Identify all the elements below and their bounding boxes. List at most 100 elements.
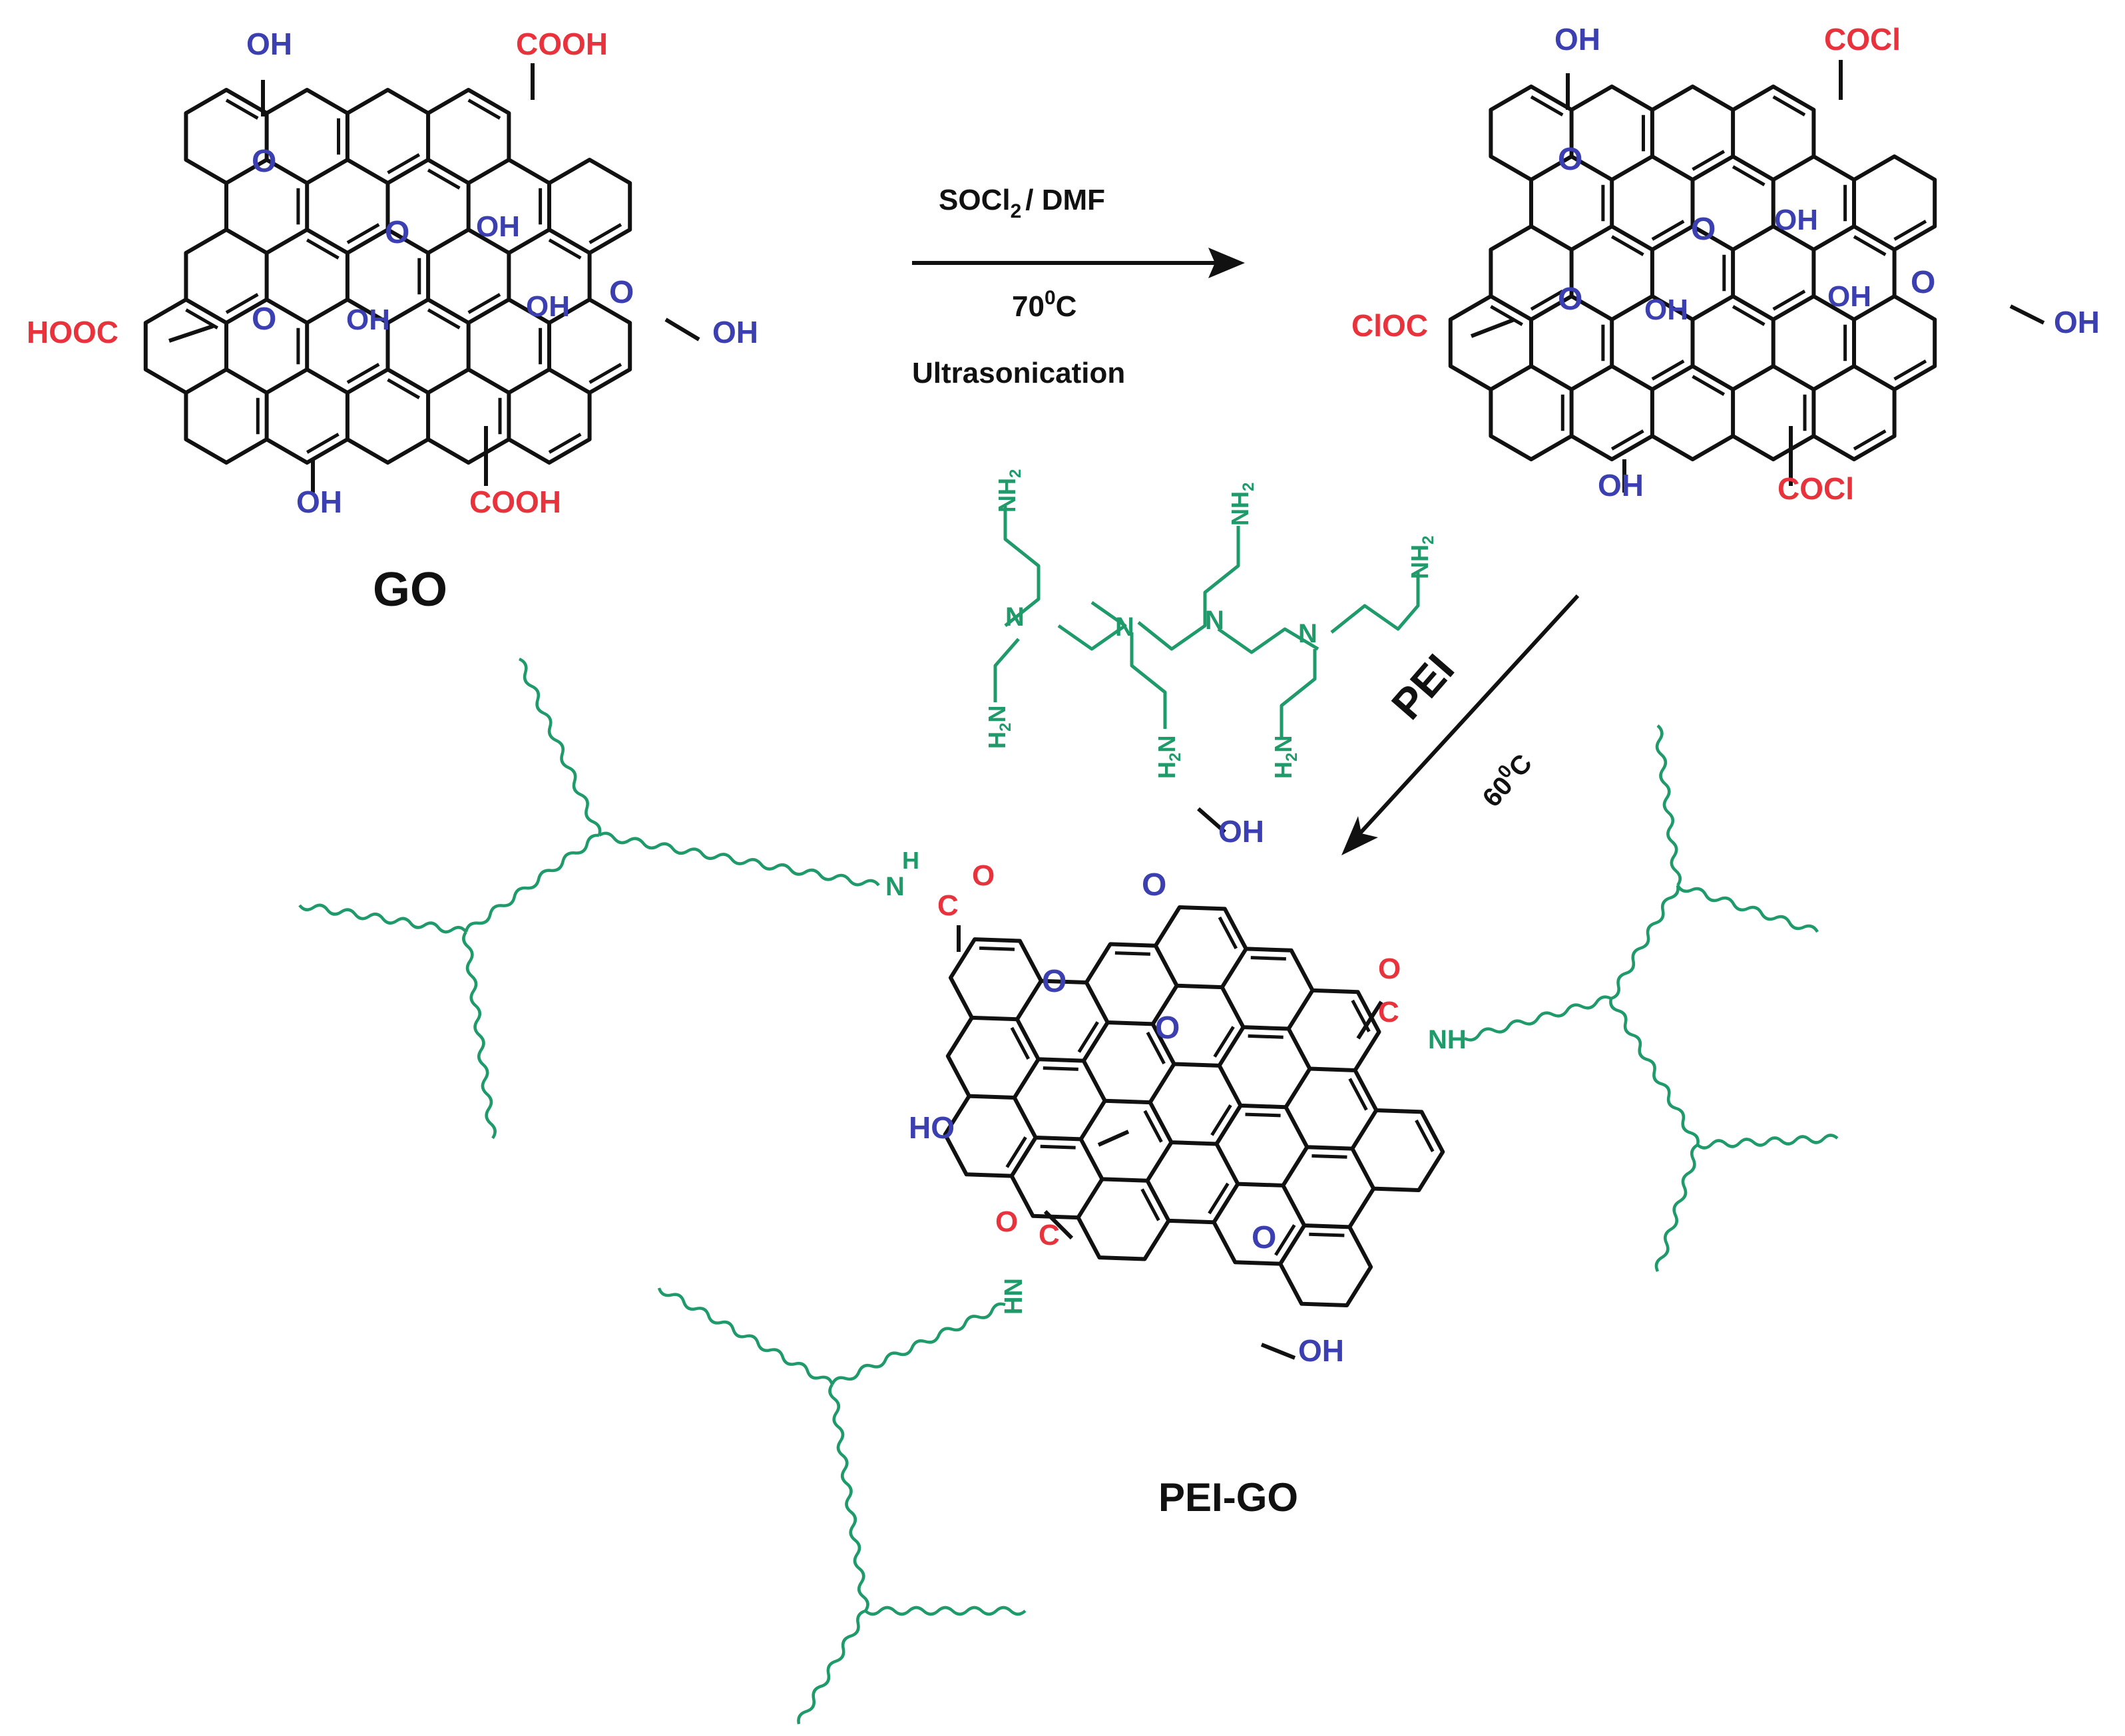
polymer-chain [1610, 885, 1680, 1000]
cocl-oh-label: OH [1598, 468, 1644, 503]
polymer-chain [1654, 1144, 1699, 1272]
go-oh-label: OH [712, 315, 758, 349]
pei-nh2-sub: 2 [1007, 469, 1025, 478]
cocl-epoxy-o: O [1558, 142, 1582, 177]
amide-nh-label: NH [1428, 1025, 1467, 1054]
reagent-subscript: 2 [1011, 200, 1022, 222]
go-cooh-label: COOH [516, 27, 608, 61]
reagent-tail: / DMF [1025, 184, 1105, 216]
carbon-ring [1448, 85, 1937, 461]
svg-text:H2N: H2N [983, 706, 1015, 749]
svg-text:NH2: NH2 [1226, 483, 1258, 526]
polymer-chain [657, 1287, 834, 1385]
pei-h2n-label: H [983, 732, 1011, 749]
peigo-ho-label: HO [909, 1110, 955, 1145]
pei-go-carbon-lattice [943, 905, 1445, 1308]
pei-n-label: N [1115, 612, 1134, 642]
polymer-chain [1696, 1134, 1839, 1150]
svg-text:600C: 600C [1474, 746, 1538, 813]
go-epoxy-o: O [385, 215, 409, 250]
polymer-chain [298, 903, 467, 934]
pei-polymer-chains [298, 657, 1839, 1725]
peigo-oh-label: OH [1298, 1333, 1344, 1368]
double-bond [1490, 95, 1927, 451]
acyl-chloride-go-molecule: O O O O OH OH OH OH COCl ClOC OH OH COCl [1351, 22, 2100, 506]
amide-c-label: C [937, 889, 959, 922]
pei-h2n-label: H [1153, 761, 1180, 779]
go-oh-label: OH [476, 210, 520, 243]
double-bond [185, 99, 622, 454]
polymer-chain [797, 1609, 866, 1725]
cloc-label: ClOC [1351, 308, 1428, 343]
go-hooc-label: HOOC [27, 315, 118, 349]
peigo-epoxy-o: O [1142, 867, 1166, 903]
pei-name-label: PEI [1382, 645, 1463, 728]
amide-n-label: N [885, 872, 905, 901]
pei-h2n-sub: 2 [1166, 753, 1184, 761]
amide-o-label: O [995, 1205, 1018, 1238]
svg-text:H2N: H2N [1270, 736, 1301, 779]
pei-nh2-sub: 2 [1419, 536, 1437, 544]
peigo-epoxy-o: O [1042, 964, 1066, 999]
go-epoxy-o: O [252, 144, 276, 179]
go-molecule: O O O O OH OH OH OH COOH HOOC OH OH COOH… [27, 27, 758, 616]
go-epoxy-o: O [609, 275, 634, 310]
peigo-epoxy-o: O [1155, 1010, 1180, 1046]
polymer-chain [598, 831, 880, 887]
pei-nh2-label: NH [1226, 491, 1254, 526]
svg-text:H2N: H2N [1153, 736, 1184, 779]
go-epoxy-o: O [252, 302, 276, 337]
cocl-carbon-lattice [1448, 85, 1937, 461]
go-oh-label: OH [346, 304, 390, 336]
reagent-label: SOCl [939, 184, 1011, 216]
svg-text:SOCl2/ DMF: SOCl2/ DMF [939, 184, 1105, 222]
reaction-arrow-2: PEI 600C [1341, 594, 1580, 855]
polymer-chain [518, 657, 602, 836]
amide-h-label: H [902, 847, 919, 874]
polymer-chain [1609, 998, 1700, 1146]
svg-text:NH2: NH2 [1406, 536, 1437, 579]
polymer-chain [1464, 995, 1612, 1042]
polymer-chain [462, 931, 497, 1140]
pei-go-name-label: PEI-GO [1158, 1475, 1298, 1520]
pei-h2n-n: N [983, 706, 1011, 723]
cocl-oh-label: OH [1644, 294, 1688, 326]
cocl-epoxy-o: O [1558, 282, 1582, 317]
method-label: Ultrasonication [912, 357, 1125, 389]
peigo-oh-label: OH [1218, 814, 1264, 849]
go-oh-label: OH [296, 485, 342, 519]
carbon-ring [943, 905, 1445, 1308]
go-name-label: GO [373, 563, 447, 616]
pei-nh2-label: NH [993, 478, 1021, 513]
go-oh-label: OH [246, 27, 292, 61]
svg-text:700C: 700C [1012, 287, 1076, 323]
double-bond [979, 916, 1435, 1256]
polymer-chain [828, 1383, 869, 1612]
cocl-oh-label: OH [1774, 204, 1818, 236]
carbon-ring [143, 88, 632, 465]
pei-h2n-n: N [1270, 736, 1297, 753]
amide-c-label: C [1378, 996, 1399, 1028]
cocl-label: COCl [1777, 471, 1854, 506]
temp1-value: 70 [1012, 290, 1045, 323]
polymer-chain [830, 1302, 1006, 1385]
svg-text:NH2: NH2 [993, 469, 1025, 513]
pei-n-label: N [1205, 606, 1224, 635]
pei-h2n-n: N [1153, 736, 1180, 753]
cocl-epoxy-o: O [1691, 212, 1716, 247]
amide-c-label: C [1039, 1219, 1060, 1251]
pei-n-label: N [1005, 602, 1025, 632]
go-oh-label: OH [526, 290, 570, 323]
go-carbon-lattice [143, 88, 632, 465]
amide-o-label: O [972, 859, 995, 892]
cocl-oh-label: OH [1827, 280, 1871, 313]
cocl-epoxy-o: O [1911, 265, 1935, 300]
polymer-chain [864, 1606, 1027, 1616]
pei-go-molecule: OH HO OH O O O O C O N H O C NH O C HN P… [298, 657, 1839, 1725]
cocl-oh-label: OH [1554, 22, 1600, 57]
peigo-epoxy-o: O [1252, 1220, 1276, 1255]
cocl-label: COCl [1824, 22, 1901, 57]
amide-o-label: O [1378, 953, 1401, 985]
pei-nh2-sub: 2 [1240, 483, 1258, 491]
pei-h2n-sub: 2 [1283, 753, 1301, 761]
